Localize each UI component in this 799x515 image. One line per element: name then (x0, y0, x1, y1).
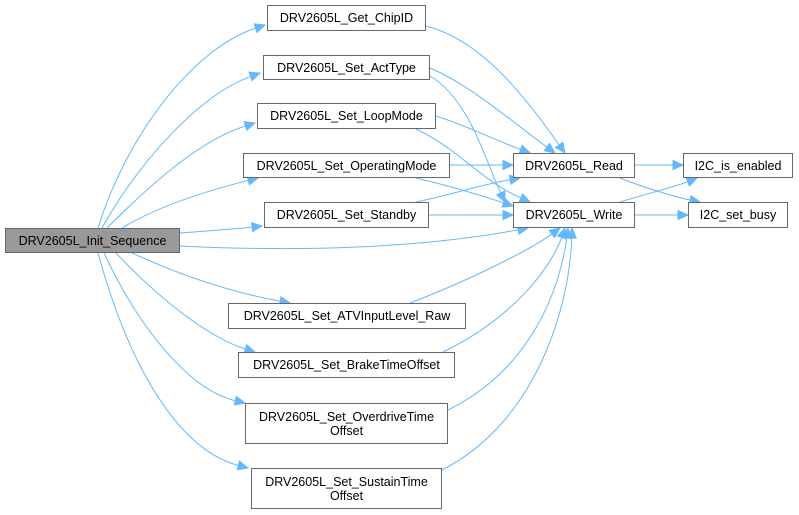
node-label-line1: DRV2605L_Set_SustainTime (265, 474, 428, 489)
node-read[interactable]: DRV2605L_Read (513, 153, 635, 178)
node-label: DRV2605L_Set_LoopMode (270, 109, 423, 123)
arrowhead-icon (518, 192, 532, 203)
arrowhead-icon (248, 71, 262, 82)
edge-brake-to-write (442, 237, 563, 353)
arrowhead-icon (502, 209, 515, 221)
edge-loopmode-to-read (435, 115, 521, 150)
node-set-loopmode[interactable]: DRV2605L_Set_LoopMode (257, 103, 436, 129)
node-set-atvinputlevel-raw[interactable]: DRV2605L_Set_ATVInputLevel_Raw (228, 303, 466, 329)
edge-overdrive-to-write (447, 237, 568, 411)
node-label: DRV2605L_Write (525, 208, 623, 222)
node-label-line1: DRV2605L_Set_OverdriveTime (258, 409, 435, 424)
arrowhead-icon (543, 142, 556, 154)
arrowhead-icon (672, 159, 685, 171)
node-label: DRV2605L_Set_Standby (276, 208, 417, 222)
arrowhead-icon (685, 177, 699, 187)
edge-init-to-brake (115, 252, 246, 350)
arrowhead-icon (501, 197, 515, 208)
edge-chipid-to-read (425, 25, 560, 146)
node-label: DRV2605L_Get_ChipID (279, 11, 414, 25)
node-set-braketimeoffset[interactable]: DRV2605L_Set_BrakeTimeOffset (238, 352, 455, 378)
arrowhead-icon (233, 395, 247, 406)
arrowhead-icon (548, 227, 561, 239)
edge-init-to-chipid (97, 27, 256, 229)
arrowhead-icon (566, 226, 577, 239)
arrowhead-icon (502, 159, 515, 171)
edge-sustain-to-write (441, 237, 573, 471)
node-label: I2C_set_busy (699, 208, 777, 222)
node-label: I2C_is_enabled (694, 158, 782, 173)
node-label: DRV2605L_Set_OperatingMode (256, 158, 437, 173)
node-label: DRV2605L_Read (525, 158, 623, 173)
node-label: DRV2605L_Init_Sequence (18, 233, 167, 248)
edge-init-to-sustain (97, 252, 239, 466)
node-set-standby[interactable]: DRV2605L_Set_Standby (264, 202, 429, 228)
node-label-line2: Offset (329, 423, 364, 438)
node-set-acttype[interactable]: DRV2605L_Set_ActType (263, 55, 430, 80)
edge-init-to-standby (179, 226, 253, 234)
node-i2c-set-busy[interactable]: I2C_set_busy (688, 202, 788, 228)
node-i2c-is-enabled[interactable]: I2C_is_enabled (683, 153, 793, 178)
node-write[interactable]: DRV2605L_Write (513, 202, 635, 228)
edge-acttype-to-read (429, 67, 548, 148)
edge-standby-to-read (415, 179, 511, 203)
node-init-sequence[interactable]: DRV2605L_Init_Sequence (5, 228, 180, 253)
arrowhead-icon (253, 23, 267, 34)
arrowhead-icon (554, 141, 566, 154)
edge-init-to-overdrive (103, 252, 236, 402)
node-label-line2: Offset (329, 488, 364, 503)
arrowhead-icon (677, 209, 690, 221)
edge-read-to-busy (619, 177, 691, 201)
node-set-operatingmode[interactable]: DRV2605L_Set_OperatingMode (243, 153, 450, 178)
edge-init-to-write (179, 229, 519, 250)
edge-atv-to-write (409, 233, 553, 304)
arrowhead-icon (243, 121, 257, 132)
edge-init-to-loopmode (106, 125, 246, 229)
edge-init-to-atv (131, 252, 281, 302)
edge-acttype-to-write (429, 75, 502, 194)
arrowhead-icon (236, 460, 250, 471)
node-label: DRV2605L_Set_BrakeTimeOffset (253, 358, 440, 372)
arrowhead-icon (250, 221, 264, 233)
edge-init-to-opmode (121, 179, 249, 229)
node-label: DRV2605L_Set_ATVInputLevel_Raw (243, 309, 451, 323)
edge-init-to-acttype (101, 75, 251, 229)
edge-write-to-enabled (619, 181, 688, 203)
arrowhead-icon (495, 190, 506, 204)
node-get-chipid[interactable]: DRV2605L_Get_ChipID (267, 5, 426, 31)
node-label: DRV2605L_Set_ActType (277, 60, 416, 75)
